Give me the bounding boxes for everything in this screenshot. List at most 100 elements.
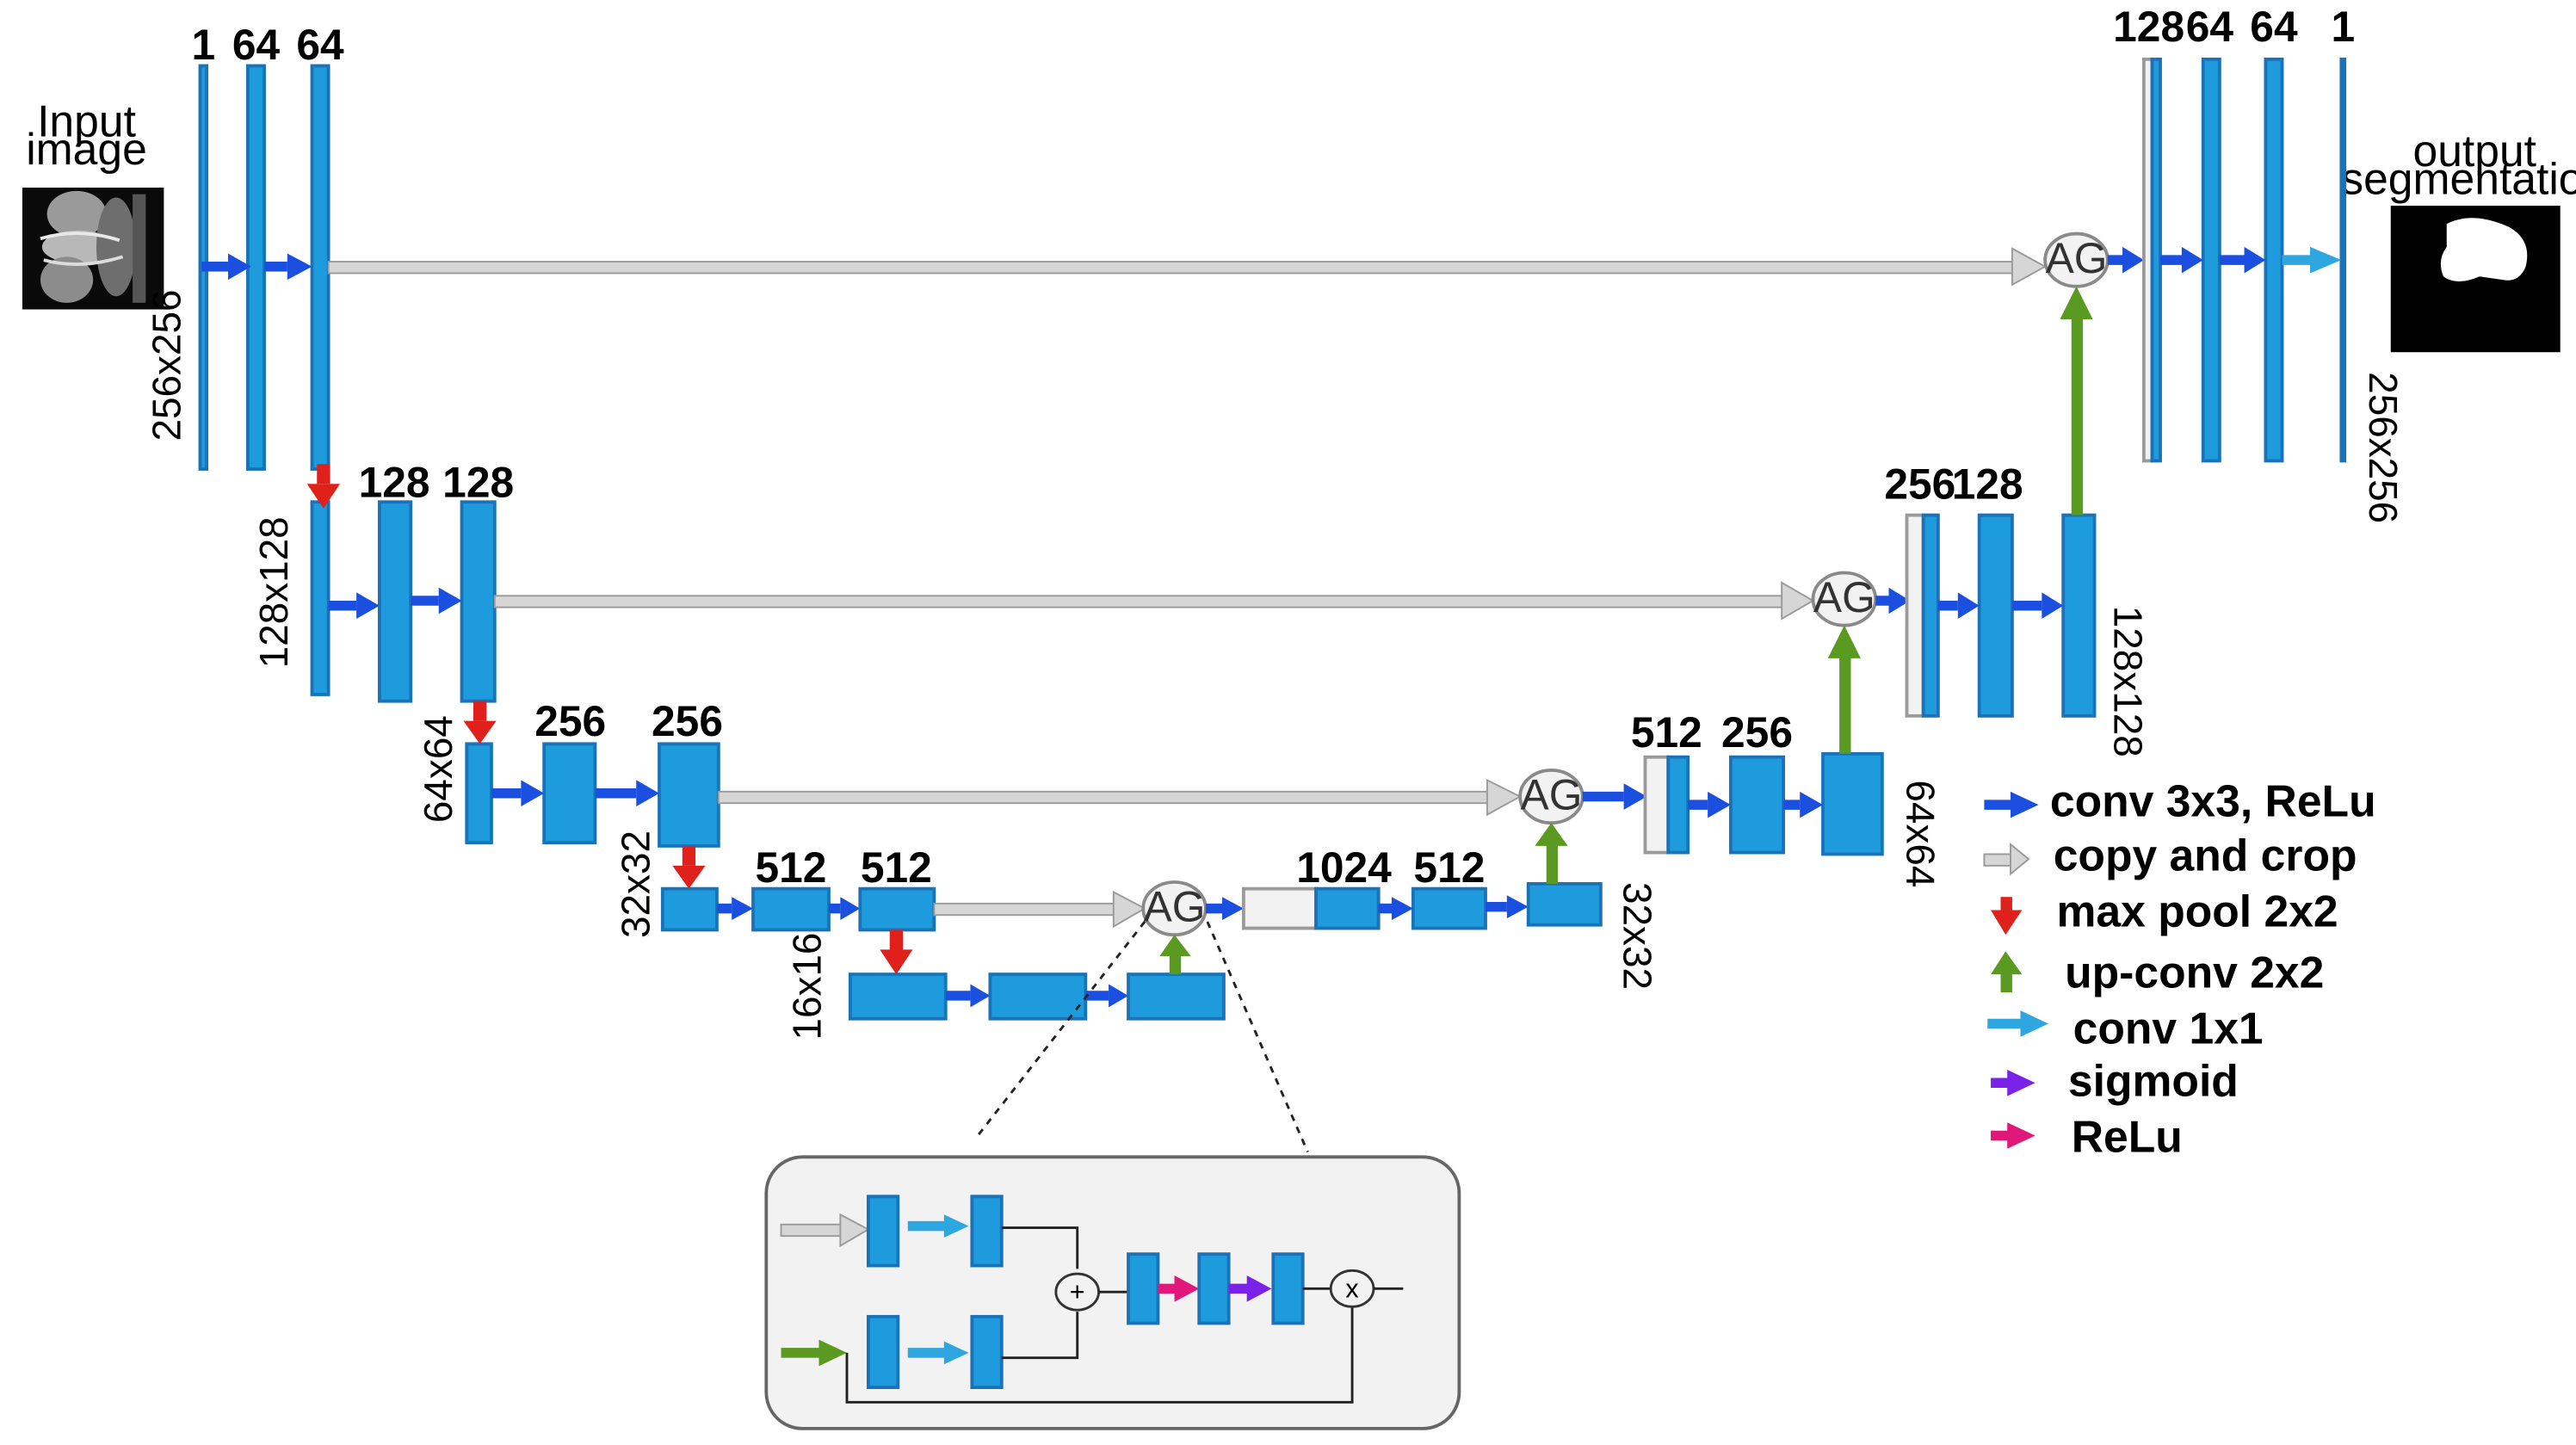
bottleneck-conv2-block — [1127, 973, 1226, 1021]
output-segmentation-group: output segmentation — [2341, 126, 2576, 353]
l4-ch-label-1: 512 — [756, 843, 827, 892]
conv-arrow — [328, 592, 380, 620]
skip-connections — [327, 247, 2048, 929]
add-node: + — [1054, 1272, 1101, 1312]
conv1x1-arrow — [907, 1214, 969, 1238]
legend-label: sigmoid — [2068, 1056, 2239, 1106]
output-title-line2: segmentation — [2341, 154, 2576, 204]
l4-dec-ch-label-2: 512 — [1413, 843, 1485, 892]
copy-crop-arrow — [717, 778, 1523, 817]
conv-arrow — [828, 897, 861, 920]
upconv-arrow — [1535, 823, 1568, 884]
l4-conv1-block — [751, 886, 831, 932]
conv-arrow — [411, 587, 462, 614]
multiply-node: x — [1329, 1269, 1375, 1308]
conv-arrow — [1205, 897, 1244, 920]
l1-dec-conv3-block — [2264, 57, 2284, 463]
l3-dec-out-block — [1821, 751, 1884, 856]
legend-copy-arrow-icon — [1983, 842, 2030, 876]
legend-label: copy and crop — [2054, 831, 2357, 880]
l1-dec-conv1-block — [2150, 57, 2162, 463]
level3-decoder: 512 256 64x64 — [1582, 708, 1943, 887]
legend-upconv-arrow-icon — [1991, 951, 2023, 993]
l3-conv2-block — [658, 742, 720, 848]
l3-pooled-block — [465, 742, 493, 845]
legend-item-upconv: up-conv 2x2 — [1991, 947, 2324, 997]
l2-dec-conv2-block — [1977, 513, 2014, 718]
zoom-lines — [974, 921, 1309, 1153]
dim-label-64-left: 64x64 — [416, 715, 460, 823]
l1-dec-ch-label-3: 64 — [2250, 3, 2298, 51]
legend-conv-arrow-icon — [1984, 791, 2039, 818]
conv1x1-arrow — [907, 1341, 969, 1365]
conv-arrow — [2160, 246, 2203, 274]
conv-arrow — [716, 897, 754, 920]
svg-text:+: + — [1070, 1277, 1085, 1306]
maxpool-arrow — [672, 845, 706, 889]
l1-dec-ch-label-4: 1 — [2331, 3, 2355, 51]
conv-arrow — [491, 780, 545, 807]
l4-conv2-block — [858, 886, 936, 932]
legend-maxpool-arrow-icon — [1991, 897, 2023, 936]
conv-arrow — [1085, 984, 1129, 1008]
l2-conv2-block — [460, 500, 497, 703]
output-title-line1: output — [2412, 126, 2536, 176]
gate-relu-block — [1127, 1252, 1160, 1325]
copy-crop-arrow — [327, 247, 2048, 287]
dim-label-256-left: 256x256 — [145, 289, 189, 441]
attention-gate-l2: AG — [1811, 571, 1878, 627]
level1-encoder: 1 64 64 256x256 — [145, 21, 344, 471]
maxpool-arrow — [880, 929, 913, 975]
conv-arrow — [1485, 895, 1529, 919]
l4-dec-conv1-block — [1314, 886, 1381, 930]
l1-ch-label-1: 1 — [191, 21, 215, 69]
l3-dec-concat-block — [1643, 755, 1671, 855]
l2-pooled-block — [310, 500, 330, 696]
copy-crop-arrow — [933, 890, 1147, 929]
svg-text:AG: AG — [1521, 771, 1583, 819]
legend-label: ReLu — [2072, 1112, 2183, 1162]
l4-dec-conv2-block — [1411, 886, 1487, 930]
l1-dec-conv2-block — [2201, 57, 2221, 463]
level4-encoder: 512 512 32x32 — [614, 831, 936, 938]
l1-dec-ch-label-2: 64 — [2186, 3, 2234, 51]
legend-item-conv3x3: conv 3x3, ReLu — [1984, 776, 2376, 826]
conv-arrow — [595, 780, 660, 807]
legend-item-maxpool: max pool 2x2 — [1991, 886, 2338, 936]
l1-dec-ch-label-1: 128 — [2113, 3, 2184, 51]
legend-item-copy-crop: copy and crop — [1983, 831, 2357, 880]
l4-ch-label-2: 512 — [861, 843, 932, 892]
l2-ch-label-1: 128 — [359, 459, 430, 507]
attention-gate-detail-inset: + x — [764, 1155, 1461, 1430]
l3-ch-label-1: 256 — [534, 697, 606, 745]
bottleneck-pooled-block — [848, 973, 948, 1021]
l4-pooled-block — [660, 886, 719, 932]
l2-conv1-block — [377, 500, 413, 703]
attention-gate-l3: AG — [1518, 769, 1585, 825]
conv-arrow — [1937, 592, 1980, 620]
dim-label-32-right: 32x32 — [1615, 882, 1660, 990]
upconv-arrow — [2060, 286, 2093, 516]
conv-arrow — [1378, 897, 1413, 920]
copy-crop-arrow — [493, 581, 1815, 621]
legend: conv 3x3, ReLu copy and crop max pool 2x… — [1983, 776, 2376, 1162]
input-mri-image — [22, 188, 164, 310]
dim-label-128-right: 128x128 — [2105, 606, 2150, 757]
level4-decoder: 1024 512 32x32 — [1205, 843, 1660, 990]
gate-output-block — [1271, 1252, 1305, 1325]
l3-dec-ch-label-2: 256 — [1721, 708, 1793, 756]
l1-ch-label-2: 64 — [232, 21, 281, 69]
gate-top-block-2 — [970, 1195, 1004, 1268]
input-title-line1: Input — [37, 96, 136, 146]
level1-decoder: 128 64 64 1 256x256 — [2107, 3, 2406, 523]
l3-conv1-block — [542, 742, 597, 845]
gate-bottom-block-1 — [866, 1314, 900, 1389]
dim-label-32-left: 32x32 — [614, 831, 658, 938]
legend-sigmoid-arrow-icon — [1991, 1069, 2035, 1096]
l3-dec-conv2-block — [1728, 755, 1786, 855]
gate-top-block-1 — [866, 1195, 900, 1268]
conv-arrow — [2011, 592, 2064, 620]
l3-dec-ch-label-1: 512 — [1631, 708, 1702, 756]
dim-label-16: 16x16 — [784, 933, 829, 1041]
svg-text:AG: AG — [2046, 234, 2108, 282]
